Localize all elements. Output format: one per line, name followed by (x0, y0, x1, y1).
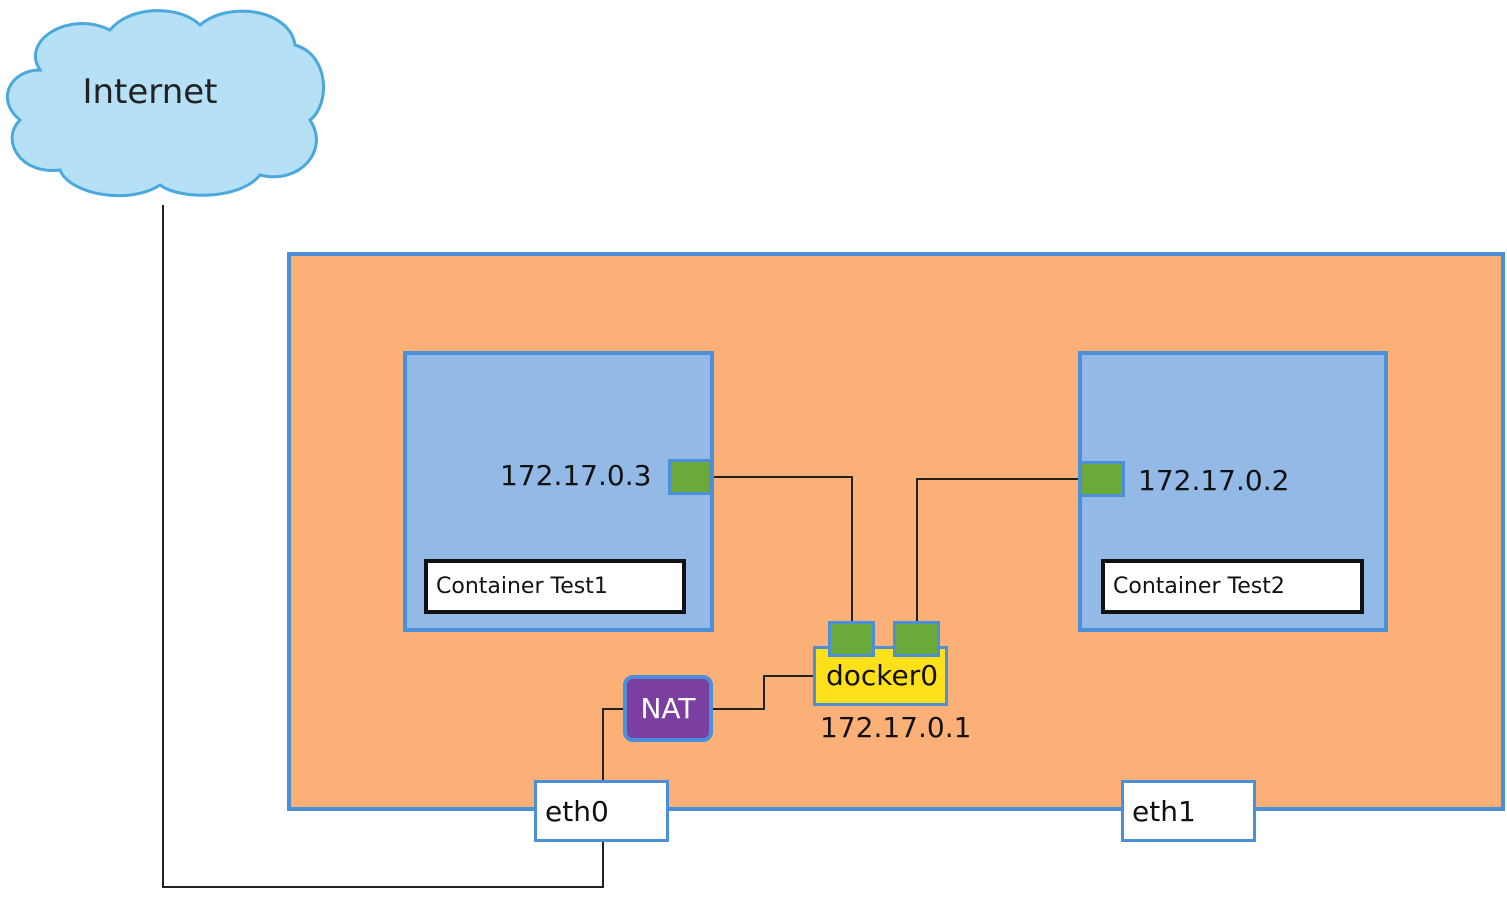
nat-to-docker0-line (712, 675, 815, 710)
internet-cloud-icon (6, 9, 325, 198)
container-test2-label: Container Test2 (1101, 559, 1364, 614)
docker0-bridge: docker0 (813, 646, 948, 706)
docker0-port-1 (828, 621, 875, 657)
test2-to-docker0-line (916, 478, 1081, 623)
internet-to-eth0-line (162, 205, 604, 888)
container-test1-label: Container Test1 (424, 559, 686, 614)
nat-box: NAT (623, 675, 713, 742)
eth0-interface: eth0 (534, 780, 669, 842)
container-test2-port (1079, 461, 1125, 497)
docker0-ip: 172.17.0.1 (820, 711, 972, 744)
internet-label: Internet (82, 72, 218, 112)
test1-to-docker0-line (711, 476, 853, 623)
eth0-to-nat-line (602, 708, 625, 782)
eth1-interface: eth1 (1121, 780, 1256, 842)
container-test1-port (668, 459, 712, 495)
docker0-port-2 (893, 621, 940, 657)
container-test1-ip: 172.17.0.3 (500, 459, 652, 492)
container-test2-ip: 172.17.0.2 (1138, 464, 1290, 497)
